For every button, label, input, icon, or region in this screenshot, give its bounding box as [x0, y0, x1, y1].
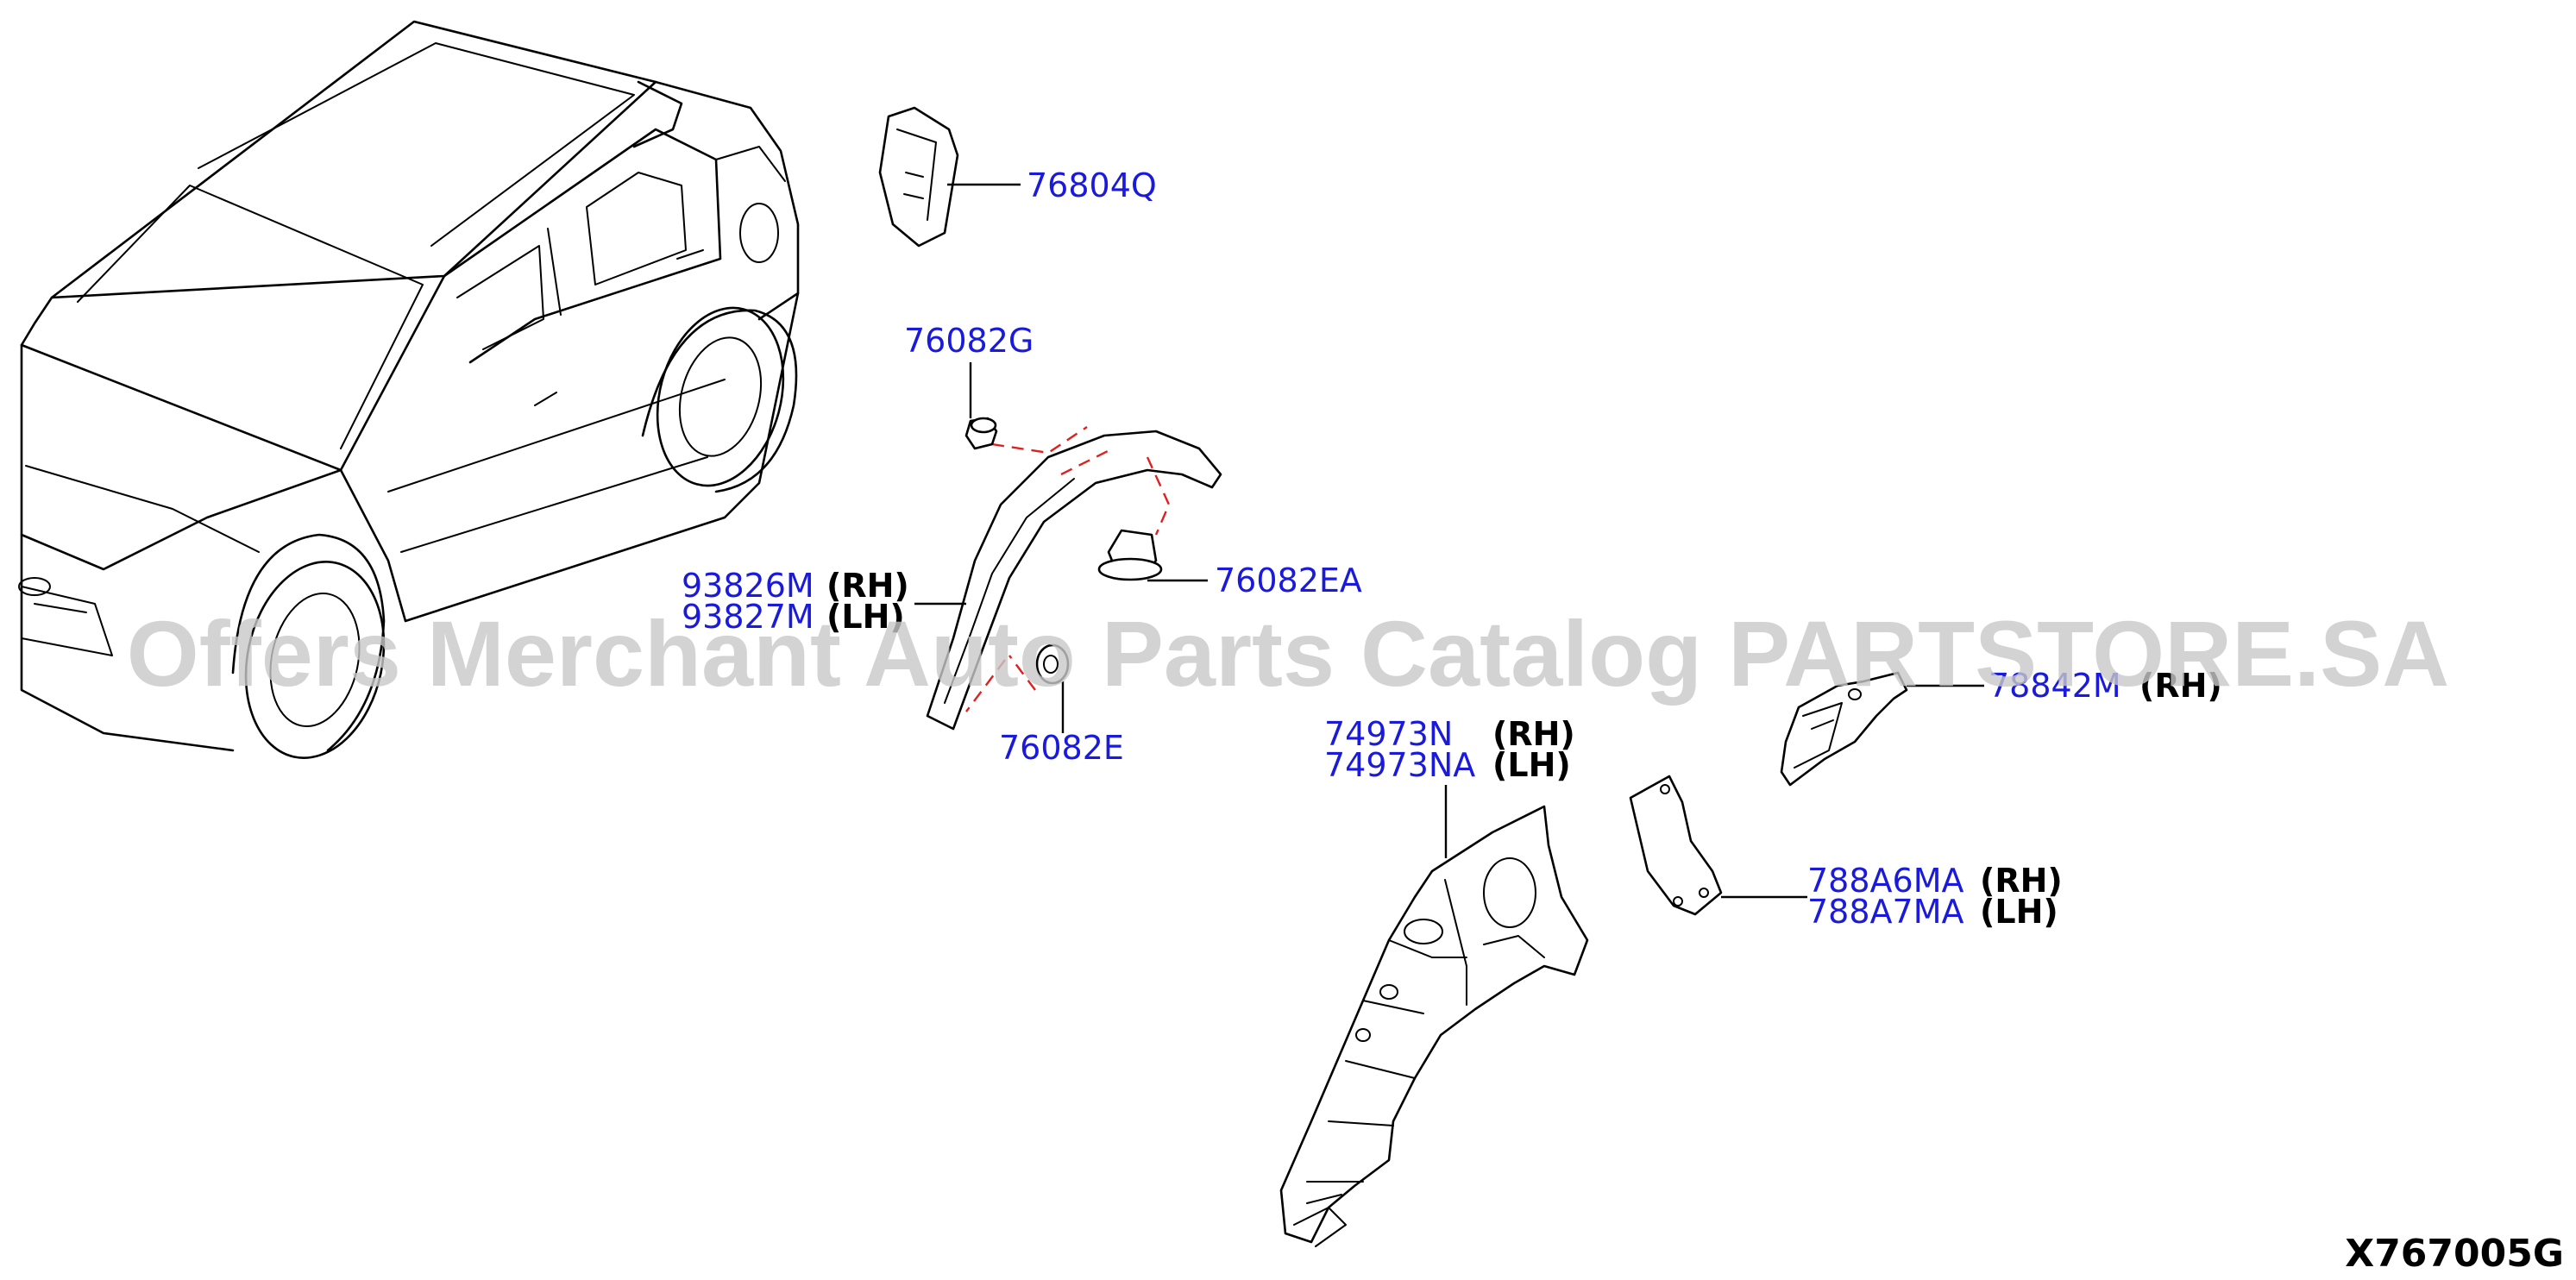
- label-74973na-side: (LH): [1492, 746, 1571, 784]
- label-74973n-side: (RH): [1492, 715, 1575, 753]
- clip-76082ea-illustration: [1097, 529, 1208, 582]
- part-76804q-illustration: [878, 106, 1021, 248]
- clip-76082g-illustration: [964, 362, 998, 450]
- label-78842m-side: (RH): [2139, 667, 2222, 705]
- watermark-text: Offers Merchant Auto Parts Catalog PARTS…: [127, 601, 2449, 706]
- label-788a6ma-side: (RH): [1980, 862, 2063, 900]
- label-788a6ma[interactable]: 788A6MA: [1807, 862, 1963, 900]
- wheelhouse-panel-illustration: [1279, 785, 1589, 1247]
- label-74973na[interactable]: 74973NA: [1324, 746, 1475, 784]
- label-93827m-side: (LH): [826, 598, 905, 636]
- vehicle-illustration: [18, 20, 800, 759]
- label-93827m[interactable]: 93827M: [682, 598, 814, 636]
- label-76082g[interactable]: 76082G: [904, 322, 1034, 360]
- label-76804q[interactable]: 76804Q: [1027, 166, 1157, 204]
- label-78842m[interactable]: 78842M: [1989, 667, 2121, 705]
- label-74973n[interactable]: 74973N: [1324, 715, 1453, 753]
- label-76082e[interactable]: 76082E: [999, 729, 1124, 767]
- label-788a7ma[interactable]: 788A7MA: [1807, 893, 1963, 931]
- bracket-78842m-illustration: [1780, 671, 1984, 787]
- diagram-code: X767005G: [2345, 1232, 2564, 1276]
- clip-76082e-illustration: [1035, 643, 1070, 733]
- arch-moulding-illustration: [914, 426, 1222, 731]
- part-labels: 76804Q 76082G 76082EA 93826M (RH) 93827M…: [682, 166, 2222, 931]
- label-788a7ma-side: (LH): [1980, 893, 2058, 931]
- label-93826m[interactable]: 93826M: [682, 567, 814, 605]
- panel-788a6ma-illustration: [1629, 775, 1807, 916]
- label-93826m-side: (RH): [826, 567, 909, 605]
- label-76082ea[interactable]: 76082EA: [1215, 562, 1362, 599]
